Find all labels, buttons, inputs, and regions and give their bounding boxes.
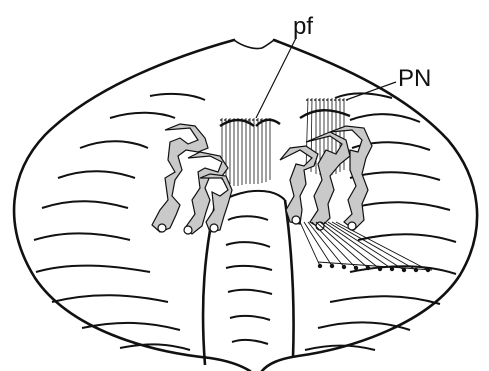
top-notch: [234, 40, 274, 49]
vermis-right-boundary: [285, 200, 294, 358]
pf-label: pf: [293, 13, 313, 40]
pf-curve-right: [256, 120, 280, 126]
parallel-fiber-bundle: [220, 118, 272, 186]
left-purkinje-cluster: [152, 124, 232, 234]
pn-label: PN: [398, 65, 431, 92]
pf-pointer-line: [256, 38, 296, 118]
right-purkinje-cluster: [280, 126, 372, 230]
fiber-fan: [300, 222, 428, 270]
pf-curve: [220, 120, 254, 126]
vermis-folia: [226, 216, 272, 344]
left-folia: [34, 94, 205, 350]
